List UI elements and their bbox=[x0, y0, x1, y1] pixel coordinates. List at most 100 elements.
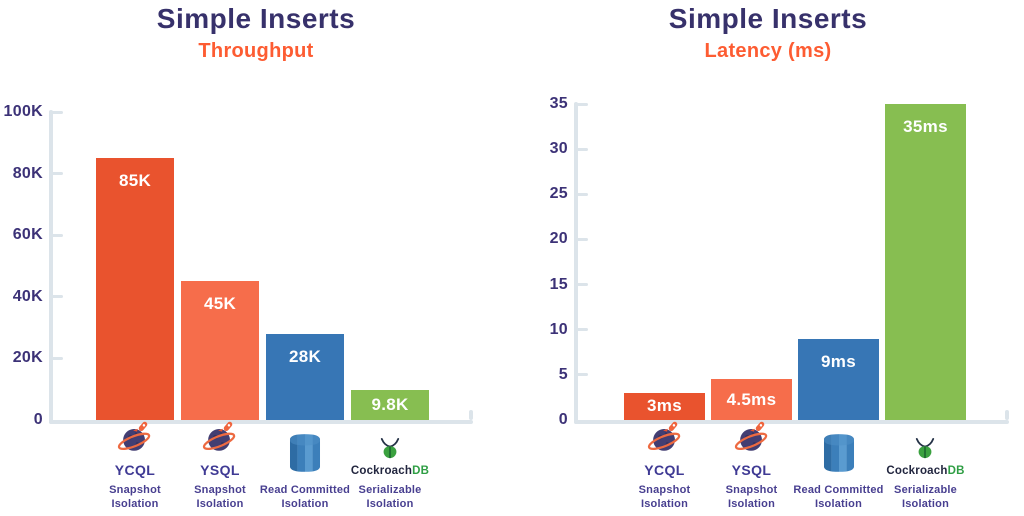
wordmark-cockroach: Cockroach bbox=[886, 465, 948, 477]
category-header: YCQL bbox=[644, 421, 685, 478]
y-axis-tick bbox=[49, 233, 63, 237]
bar: 45K bbox=[181, 281, 259, 420]
y-axis-tick-label: 5 bbox=[558, 365, 568, 383]
y-axis-tick bbox=[574, 373, 588, 377]
y-axis-tick-label: 10 bbox=[549, 320, 568, 338]
bar-value-label: 4.5ms bbox=[726, 389, 777, 409]
x-axis-end-tick bbox=[1005, 410, 1009, 420]
category-column: YCQL Snapshot Isolation bbox=[617, 421, 713, 511]
y-axis-tick bbox=[49, 172, 63, 176]
y-axis-tick-label: 25 bbox=[549, 185, 568, 203]
category-name: YSQL bbox=[200, 462, 240, 478]
bar-value-label: 9ms bbox=[821, 351, 856, 371]
bar: 9ms bbox=[798, 338, 879, 420]
wordmark-cockroach: Cockroach bbox=[350, 465, 413, 477]
y-axis bbox=[49, 110, 53, 424]
y-axis-tick-label: 20 bbox=[549, 230, 568, 248]
yugabyte-planet-icon bbox=[117, 421, 151, 451]
category-name: YSQL bbox=[731, 462, 772, 478]
bar: 3ms bbox=[624, 392, 705, 420]
category-column: CockroachDB Serializable Isolation bbox=[878, 430, 974, 511]
y-axis-tick bbox=[574, 328, 588, 332]
bar: 28K bbox=[266, 333, 344, 420]
cockroachdb-logo-wrap bbox=[913, 438, 937, 464]
category-header bbox=[288, 430, 322, 478]
category-sublabel: Snapshot Isolation bbox=[194, 484, 246, 510]
y-axis-tick bbox=[574, 283, 588, 287]
category-sublabel: Read Committed Isolation bbox=[793, 484, 884, 510]
yugabyte-planet-icon-wrap bbox=[646, 420, 684, 461]
bar-value-label: 9.8K bbox=[371, 394, 409, 414]
bar-value-label: 35ms bbox=[903, 117, 948, 136]
yugabyte-planet-icon-wrap bbox=[201, 420, 239, 461]
category-header: YCQL bbox=[114, 421, 156, 478]
plot-area: 0 5 10 15 20 25 30 35 3ms 4.5ms 9ms 35ms bbox=[512, 0, 1024, 516]
category-name: YCQL bbox=[114, 462, 156, 478]
yugabyte-planet-icon bbox=[647, 421, 680, 451]
chart-subtitle: Throughput bbox=[198, 40, 314, 62]
wordmark-db: DB bbox=[947, 465, 965, 477]
category-sublabel: Serializable Isolation bbox=[894, 484, 957, 510]
y-axis-tick bbox=[574, 147, 588, 151]
category-column: YSQL Snapshot Isolation bbox=[172, 421, 268, 511]
chart-title: Simple Inserts bbox=[668, 3, 868, 34]
y-axis-tick-label: 35 bbox=[549, 95, 568, 112]
bar-value-label: 45K bbox=[203, 294, 237, 314]
cockroach-bug-icon bbox=[916, 438, 935, 459]
cockroachdb-logo-wrap bbox=[378, 438, 402, 464]
category-column: Read Committed Isolation bbox=[791, 430, 887, 511]
cockroachdb-wordmark: CockroachDB bbox=[351, 465, 429, 478]
bar-value-label: 3ms bbox=[647, 396, 682, 416]
bar: 9.8K bbox=[351, 389, 429, 420]
y-axis-tick-label: 80K bbox=[12, 164, 43, 182]
cockroachdb-wordmark: CockroachDB bbox=[886, 465, 964, 478]
database-cylinder-icon-wrap bbox=[288, 433, 322, 478]
bar: 85K bbox=[96, 158, 174, 420]
y-axis-tick-label: 20K bbox=[12, 349, 43, 367]
y-axis-tick bbox=[574, 192, 588, 196]
chart-title: Simple Inserts bbox=[156, 3, 356, 34]
y-axis-tick-label: 15 bbox=[549, 275, 568, 293]
x-axis bbox=[574, 420, 1009, 424]
category-column: Read Committed Isolation bbox=[257, 430, 353, 511]
y-axis-tick-label: 30 bbox=[549, 140, 568, 158]
database-cylinder-icon bbox=[823, 434, 854, 472]
yugabyte-planet-icon-wrap bbox=[733, 420, 771, 461]
category-sublabel: Snapshot Isolation bbox=[638, 484, 691, 510]
y-axis-tick-label: 100K bbox=[3, 103, 43, 120]
wordmark-db: DB bbox=[412, 465, 430, 477]
category-name: YCQL bbox=[644, 462, 685, 478]
category-header: YSQL bbox=[200, 421, 240, 478]
y-axis-tick bbox=[49, 295, 63, 299]
yugabyte-planet-icon bbox=[734, 421, 767, 451]
chart-subtitle: Latency (ms) bbox=[704, 40, 832, 62]
category-sublabel: Snapshot Isolation bbox=[725, 484, 778, 510]
category-header: CockroachDB bbox=[886, 430, 964, 478]
plot-area: 0 20K 40K 60K 80K 100K 85K 45K 28K 9.8K bbox=[3, 103, 473, 428]
category-header: CockroachDB bbox=[351, 430, 429, 478]
y-axis-tick bbox=[49, 110, 63, 114]
x-axis bbox=[49, 420, 473, 424]
y-axis-tick-label: 0 bbox=[558, 411, 568, 428]
y-axis-tick-label: 40K bbox=[12, 287, 43, 305]
bar-value-label: 85K bbox=[118, 171, 152, 191]
y-axis-tick-label: 0 bbox=[33, 411, 43, 428]
yugabyte-planet-icon-wrap bbox=[116, 420, 154, 461]
bar: 4.5ms bbox=[711, 379, 792, 420]
y-axis-tick bbox=[574, 237, 588, 241]
latency-chart: Simple Inserts Latency (ms) 0 5 10 15 20 25 30… bbox=[512, 0, 1024, 516]
bar-value-label: 28K bbox=[288, 346, 322, 366]
yugabyte-planet-icon bbox=[202, 421, 236, 451]
category-header: YSQL bbox=[731, 421, 772, 478]
y-axis bbox=[574, 102, 578, 424]
y-axis-tick-label: 60K bbox=[12, 226, 43, 244]
cockroach-bug-icon bbox=[380, 438, 400, 459]
bar: 35ms bbox=[885, 104, 966, 420]
category-column: YSQL Snapshot Isolation bbox=[704, 421, 800, 511]
x-axis-end-tick bbox=[469, 410, 473, 420]
database-cylinder-icon-wrap bbox=[822, 433, 856, 478]
throughput-chart: Simple Inserts Throughput 0 20K 40K 60K 80K 1… bbox=[3, 3, 473, 511]
